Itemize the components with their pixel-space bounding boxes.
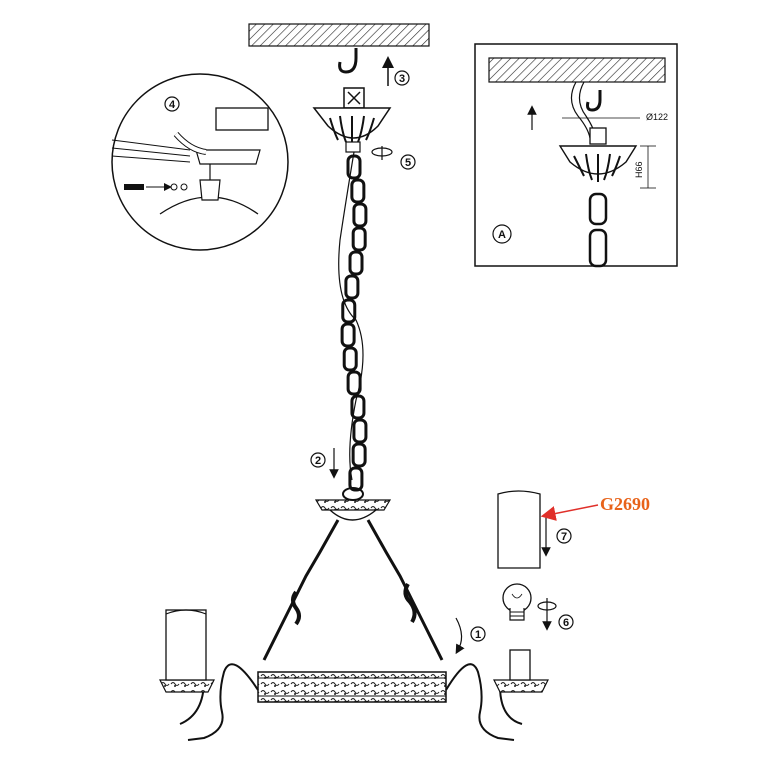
chain-link — [352, 418, 368, 444]
shade-code-label: G2690 — [600, 494, 650, 514]
left-candle-holder — [159, 609, 215, 693]
detail-circle-wiring: 4 — [111, 73, 289, 251]
ceiling-canopy — [312, 87, 392, 153]
arm-chain-right — [366, 519, 444, 661]
power-cable — [338, 151, 364, 481]
chain-link — [350, 394, 366, 420]
step-5-label: 5 — [405, 157, 411, 169]
chain-link — [351, 226, 367, 252]
ceiling — [248, 23, 430, 47]
step-3-marker: 3 — [382, 56, 410, 86]
chain-link — [344, 274, 360, 300]
chain-link — [348, 250, 364, 276]
step-1-label: 1 — [475, 629, 481, 641]
chain-link — [351, 442, 367, 468]
right-candle-holder — [493, 649, 549, 693]
diameter-label: Ø122 — [646, 112, 668, 122]
step-7-label: 7 — [561, 531, 567, 543]
step-2-marker: 2 — [310, 448, 339, 479]
step-2-label: 2 — [315, 455, 321, 467]
step-4-label: 4 — [169, 99, 176, 111]
step-6-marker: 6 — [537, 598, 574, 631]
detail-box-canopy: Ø122 H66 A — [474, 43, 678, 268]
chain-link — [342, 346, 358, 372]
step-5-marker: 5 — [371, 146, 416, 170]
ceiling-hook — [338, 48, 358, 74]
chain-link — [350, 178, 366, 204]
center-hub — [314, 487, 392, 521]
chain-link — [340, 322, 356, 348]
step-7-marker: 7 — [541, 516, 572, 557]
light-bulb — [502, 583, 532, 621]
chain-link — [348, 466, 364, 492]
chain-link — [352, 202, 368, 228]
decorative-ring — [257, 671, 447, 703]
detail-box-label: A — [498, 229, 506, 241]
glass-shade — [497, 490, 541, 569]
step-3-label: 3 — [399, 73, 405, 85]
step-6-label: 6 — [563, 617, 569, 629]
height-label: H66 — [634, 161, 644, 178]
arm-chain-left — [262, 519, 340, 661]
shade-code-callout: G2690 — [540, 494, 650, 521]
step-1-marker: 1 — [455, 617, 486, 655]
